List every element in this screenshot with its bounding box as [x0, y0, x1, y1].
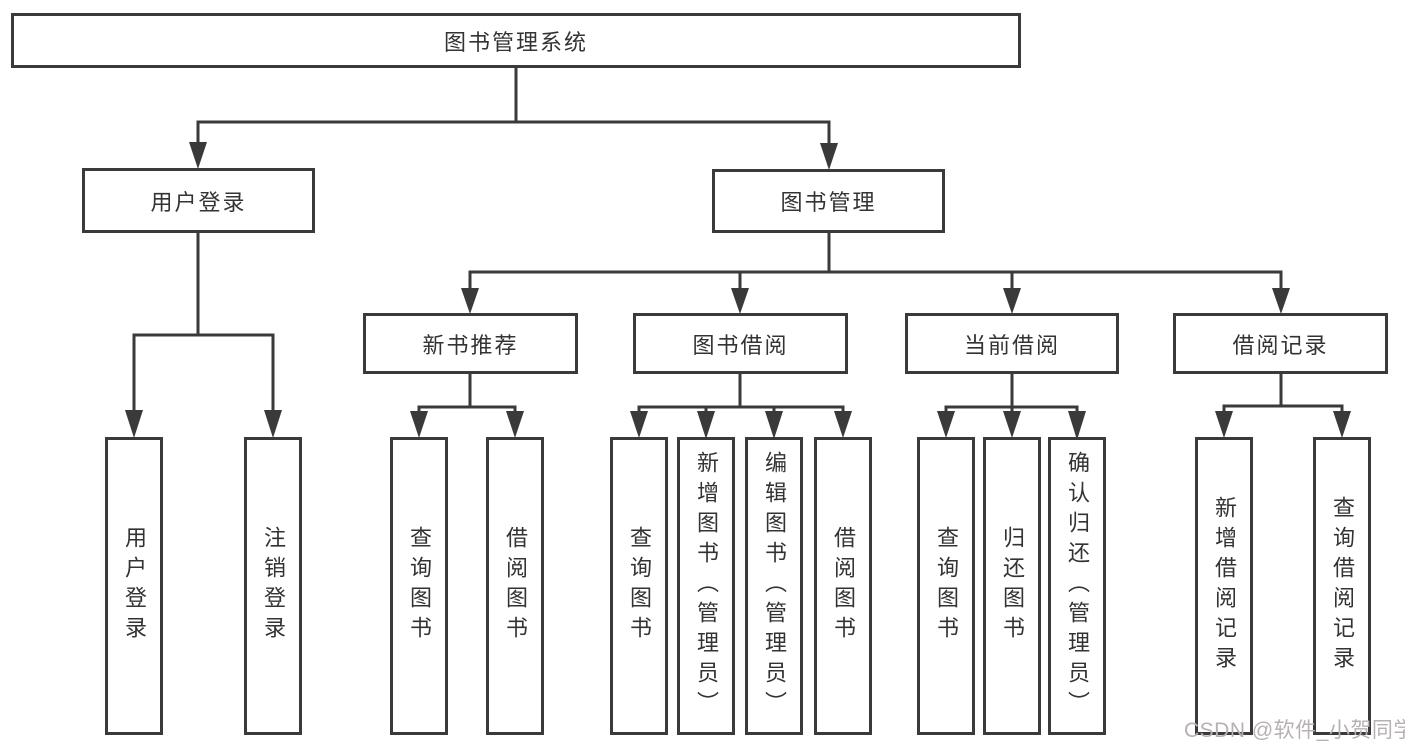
leaf-logout: 注销登录: [244, 437, 302, 735]
leaf-borrowing-query-books: 查询图书: [610, 437, 668, 735]
node-label: 图书管理: [780, 190, 877, 215]
leaf-newbooks-query-books: 查询图书: [390, 437, 448, 735]
leaf-label: 查询借阅记录: [1330, 496, 1355, 676]
node-user-login: 用户登录: [82, 168, 315, 233]
node-library-management-system: 图书管理系统: [11, 13, 1021, 68]
leaf-newbooks-borrow-books: 借阅图书: [486, 437, 544, 735]
leaf-borrowing-edit-books-admin: 编辑图书（管理员）: [745, 437, 803, 735]
node-current-borrowing: 当前借阅: [905, 313, 1119, 374]
leaf-label: 借阅图书: [503, 526, 528, 646]
node-label: 图书借阅: [692, 332, 789, 358]
leaf-current-confirm-return-admin: 确认归还（管理员）: [1048, 437, 1106, 735]
node-new-book-recommend: 新书推荐: [363, 313, 578, 374]
leaf-current-return-books: 归还图书: [983, 437, 1041, 735]
leaf-borrowing-borrow-books: 借阅图书: [814, 437, 872, 735]
node-label: 用户登录: [150, 189, 247, 215]
leaf-label: 新增借阅记录: [1212, 496, 1237, 676]
leaf-label: 查询图书: [407, 526, 432, 646]
leaf-label: 确认归还（管理员）: [1065, 451, 1090, 721]
leaf-label: 用户登录: [122, 526, 147, 646]
csdn-watermark: CSDN @软件_小贺同学: [1184, 719, 1405, 742]
node-book-borrowing: 图书借阅: [633, 313, 848, 374]
node-label: 新书推荐: [422, 332, 519, 358]
leaf-records-query-borrow-record: 查询借阅记录: [1313, 437, 1371, 735]
node-label: 当前借阅: [963, 332, 1060, 358]
leaf-label: 新增图书（管理员）: [694, 451, 719, 721]
leaf-user-login: 用户登录: [105, 437, 163, 735]
node-borrow-records: 借阅记录: [1173, 313, 1388, 374]
leaf-label: 查询图书: [627, 526, 652, 646]
leaf-records-add-borrow-record: 新增借阅记录: [1195, 437, 1253, 735]
node-label: 图书管理系统: [443, 29, 588, 55]
leaf-borrowing-add-books-admin: 新增图书（管理员）: [677, 437, 735, 735]
leaf-current-query-books: 查询图书: [917, 437, 975, 735]
leaf-label: 注销登录: [261, 526, 286, 646]
leaf-label: 归还图书: [1000, 526, 1025, 646]
leaf-label: 查询图书: [934, 526, 959, 646]
leaf-label: 编辑图书（管理员）: [762, 451, 787, 721]
leaf-label: 借阅图书: [831, 526, 856, 646]
node-book-management: 图书管理: [712, 169, 945, 233]
node-label: 借阅记录: [1232, 332, 1329, 358]
